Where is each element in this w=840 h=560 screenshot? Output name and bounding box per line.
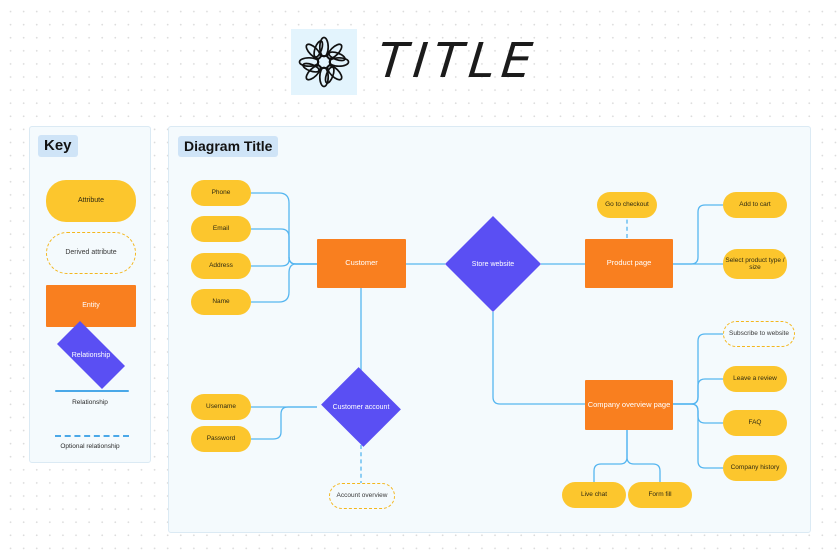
node-username-label: Username bbox=[206, 403, 236, 411]
node-faq[interactable]: FAQ bbox=[723, 410, 787, 436]
node-email[interactable]: Email bbox=[191, 216, 251, 242]
key-legend-entity[interactable]: Entity bbox=[46, 285, 136, 327]
node-live-chat[interactable]: Live chat bbox=[562, 482, 626, 508]
node-store-website[interactable]: Store website bbox=[445, 216, 541, 312]
node-customer-label: Customer bbox=[345, 258, 378, 268]
node-username[interactable]: Username bbox=[191, 394, 251, 420]
node-subscribe-to-website[interactable]: Subscribe to website bbox=[723, 321, 795, 347]
node-subscribe-to-website-label: Subscribe to website bbox=[729, 330, 789, 338]
node-name-label: Name bbox=[212, 298, 230, 306]
key-legend-attribute-label: Attribute bbox=[77, 196, 105, 204]
wire-address-customer bbox=[251, 256, 317, 267]
node-company-history-label: Company history bbox=[730, 464, 780, 472]
wire-email-customer bbox=[251, 228, 317, 265]
node-leave-a-review[interactable]: Leave a review bbox=[723, 366, 787, 392]
wire-storewebsite-companyoverview bbox=[492, 312, 585, 405]
wire-name-customer bbox=[251, 263, 317, 303]
flower-doodle-icon bbox=[296, 34, 352, 90]
node-email-label: Email bbox=[212, 225, 230, 233]
node-product-page-label: Product page bbox=[606, 258, 652, 268]
key-legend-relationship-label: Relationship bbox=[71, 351, 111, 359]
node-password[interactable]: Password bbox=[191, 426, 251, 452]
wire-companyoverview-subscribe bbox=[673, 333, 723, 405]
node-faq-label: FAQ bbox=[748, 419, 762, 427]
node-phone[interactable]: Phone bbox=[191, 180, 251, 206]
node-customer-account[interactable]: Customer account bbox=[317, 367, 405, 447]
page-title: TITLE bbox=[375, 33, 541, 89]
node-form-fill-label: Form fill bbox=[648, 491, 672, 499]
wire-password-customeraccount bbox=[251, 406, 317, 440]
node-company-history[interactable]: Company history bbox=[723, 455, 787, 481]
node-password-label: Password bbox=[206, 435, 236, 443]
diagram-canvas: Diagram Title P bbox=[168, 126, 811, 533]
node-account-overview[interactable]: Account overview bbox=[329, 483, 395, 509]
wire-phone-customer bbox=[251, 192, 317, 265]
wire-companyoverview-companyhistory bbox=[673, 403, 723, 469]
node-customer-account-label: Customer account bbox=[332, 403, 390, 411]
logo-badge bbox=[291, 29, 357, 95]
node-form-fill[interactable]: Form fill bbox=[628, 482, 692, 508]
key-panel: Key Attribute Derived attribute Entity R… bbox=[29, 126, 151, 463]
key-legend-derived-attribute[interactable]: Derived attribute bbox=[46, 232, 136, 274]
key-legend-entity-label: Entity bbox=[82, 301, 100, 309]
node-store-website-label: Store website bbox=[471, 260, 515, 268]
diagram-title-tag[interactable]: Diagram Title bbox=[178, 136, 279, 157]
wire-companyoverview-leavereview bbox=[673, 378, 723, 405]
page-header: TITLE bbox=[0, 0, 840, 118]
wire-companyoverview-livechat bbox=[593, 430, 628, 482]
node-company-overview-page[interactable]: Company overview page bbox=[585, 380, 673, 430]
node-select-product-type[interactable]: Select product type / size bbox=[723, 249, 787, 279]
node-add-to-cart[interactable]: Add to cart bbox=[723, 192, 787, 218]
node-add-to-cart-label: Add to cart bbox=[739, 201, 771, 209]
key-legend-attribute[interactable]: Attribute bbox=[46, 180, 136, 222]
node-product-page[interactable]: Product page bbox=[585, 239, 673, 288]
node-address-label: Address bbox=[209, 262, 233, 270]
key-legend-dashed-line-label: Optional relationship bbox=[60, 443, 120, 450]
node-name[interactable]: Name bbox=[191, 289, 251, 315]
wire-productpage-addtocart bbox=[673, 204, 723, 265]
node-go-to-checkout[interactable]: Go to checkout bbox=[597, 192, 657, 218]
node-phone-label: Phone bbox=[211, 189, 231, 197]
key-legend-dashed-line bbox=[55, 435, 129, 437]
node-select-product-type-label: Select product type / size bbox=[725, 256, 785, 271]
node-live-chat-label: Live chat bbox=[580, 491, 608, 499]
key-panel-tag[interactable]: Key bbox=[38, 135, 78, 157]
wire-companyoverview-formfill bbox=[626, 430, 661, 482]
connector-layer bbox=[251, 192, 723, 483]
node-company-overview-page-label: Company overview page bbox=[587, 399, 671, 409]
wire-companyoverview-faq bbox=[673, 403, 723, 424]
key-legend-solid-line bbox=[55, 390, 129, 392]
key-legend-relationship-diamond[interactable]: Relationship bbox=[46, 321, 136, 389]
key-legend-solid-line-label: Relationship bbox=[72, 399, 108, 406]
node-account-overview-label: Account overview bbox=[336, 492, 388, 500]
node-customer[interactable]: Customer bbox=[317, 239, 406, 288]
node-go-to-checkout-label: Go to checkout bbox=[605, 201, 649, 209]
node-leave-a-review-label: Leave a review bbox=[733, 375, 777, 383]
node-address[interactable]: Address bbox=[191, 253, 251, 279]
key-legend-derived-attribute-label: Derived attribute bbox=[65, 248, 117, 256]
